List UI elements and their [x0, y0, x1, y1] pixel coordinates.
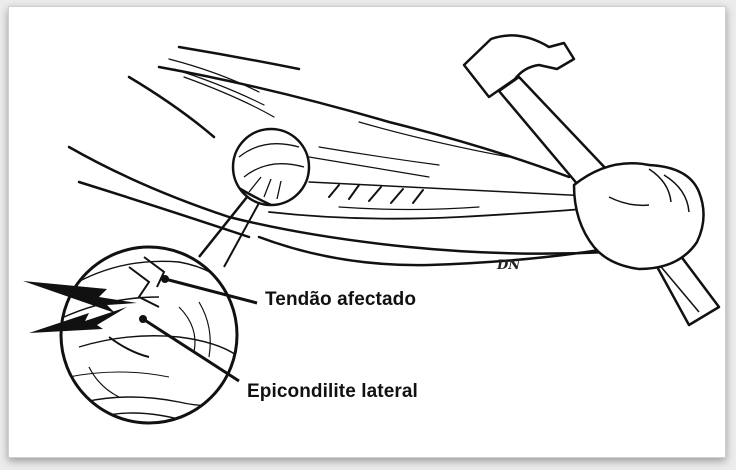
illustration-frame: Tendão afectado Epicondilite lateral DN: [8, 6, 726, 458]
connector-line: [199, 197, 247, 257]
elbow-detail-circle: [233, 129, 309, 205]
artist-signature: DN: [497, 258, 520, 273]
epicondyle-label: Epicondilite lateral: [247, 381, 418, 403]
magnifier-circle-icon: [61, 247, 239, 423]
connector-line: [224, 203, 259, 267]
tendon-label: Tendão afectado: [265, 289, 416, 311]
forearm-drawing: [69, 47, 619, 265]
